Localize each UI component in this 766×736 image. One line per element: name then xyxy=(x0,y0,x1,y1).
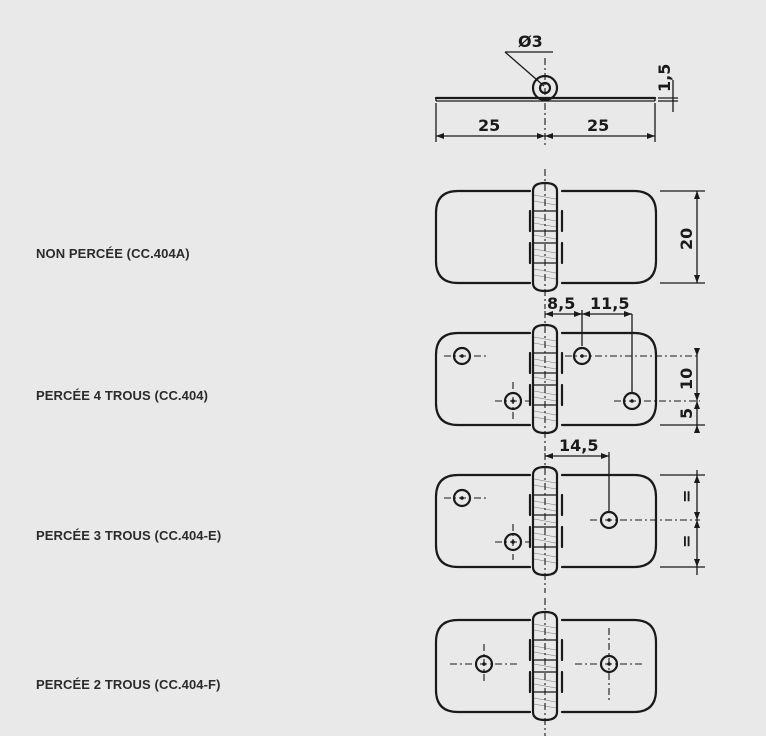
side-view: Ø3 25 25 1,5 xyxy=(434,32,678,148)
dim-hole-edge-v: 5 xyxy=(677,408,696,419)
hinge-percee-3-trous: 14,5 = = xyxy=(434,436,705,595)
dim-equal-top: = xyxy=(677,490,696,503)
dim-left-width: 25 xyxy=(478,116,500,135)
hinge-percee-4-trous: 8,5 11,5 10 5 xyxy=(434,294,705,453)
hole xyxy=(444,488,488,508)
dim-diameter: Ø3 xyxy=(518,32,543,51)
dim-hole-offset-c: 14,5 xyxy=(559,436,598,455)
dim-equal-bottom: = xyxy=(677,535,696,548)
hole xyxy=(444,346,488,366)
dim-hole-spacing-v: 10 xyxy=(677,368,696,390)
hole xyxy=(614,314,700,411)
hole xyxy=(495,524,530,560)
label-percee-3-trous: PERCÉE 3 TROUS (CC.404-E) xyxy=(36,528,222,543)
label-percee-2-trous: PERCÉE 2 TROUS (CC.404-F) xyxy=(36,677,221,692)
hole xyxy=(495,382,530,420)
dim-thickness: 1,5 xyxy=(655,64,674,92)
hole xyxy=(565,346,700,366)
dim-hole-offset-a: 8,5 xyxy=(547,294,575,313)
dim-height: 20 xyxy=(677,228,696,250)
label-percee-4-trous: PERCÉE 4 TROUS (CC.404) xyxy=(36,388,209,403)
hinge-non-percee: 20 xyxy=(434,167,705,311)
dim-hole-offset-b: 11,5 xyxy=(590,294,629,313)
hole xyxy=(590,452,700,530)
hole xyxy=(450,644,518,684)
dim-right-width: 25 xyxy=(587,116,609,135)
hole xyxy=(575,628,643,700)
hinge-percee-2-trous xyxy=(434,596,658,736)
label-non-percee: NON PERCÉE (CC.404A) xyxy=(36,246,190,261)
